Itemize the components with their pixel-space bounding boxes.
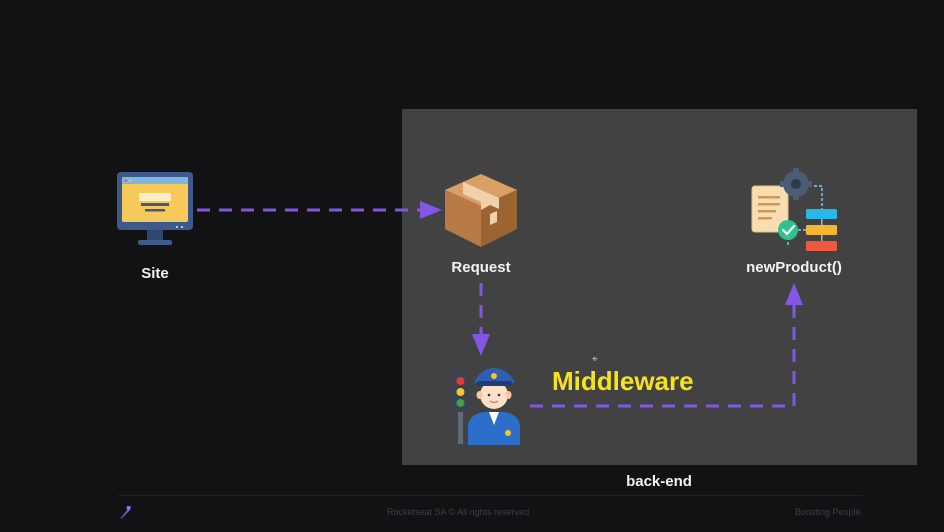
mouse-cursor-icon: ⌖ (592, 354, 598, 365)
connector-site-to-request (197, 201, 442, 219)
backend-panel (402, 109, 917, 465)
police-officer-traffic-light-icon (452, 368, 520, 445)
request-label: Request (451, 259, 511, 276)
middleware-label: Middleware (552, 366, 694, 396)
package-box-icon (445, 174, 517, 247)
document-gear-flowchart-icon (751, 168, 837, 251)
site-label: Site (141, 265, 169, 282)
backend-panel-label: back-end (626, 473, 692, 490)
footer-divider (118, 495, 863, 496)
connector-middleware-to-newproduct (530, 283, 803, 408)
newproduct-label: newProduct() (746, 259, 842, 276)
footer-tagline: Boosting People. (795, 507, 864, 517)
footer-copyright: Rocketseat SA © All rights reserved (387, 507, 530, 517)
rocketseat-logo-icon (120, 505, 131, 519)
connector-request-to-middleware (472, 283, 490, 356)
monitor-icon (117, 172, 193, 245)
